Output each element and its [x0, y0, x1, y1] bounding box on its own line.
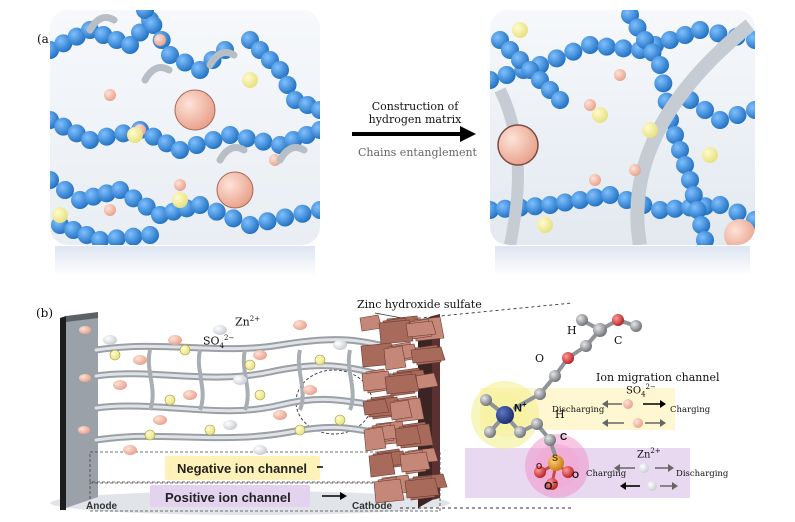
unstructured-chains-image: [50, 10, 320, 245]
panel-b-label: (b): [36, 306, 54, 320]
arrow-text-line2: hydrogen matrix: [368, 113, 462, 126]
atom-o: O: [535, 352, 545, 365]
zinc-ion-charge: 2+: [249, 315, 261, 323]
unstructured-chains-drawing: [50, 10, 320, 245]
molecule-zinc-charge: 2+: [650, 447, 661, 455]
sulfate-ion-subscript: 4: [219, 341, 225, 350]
atom-n-charge: +: [521, 400, 527, 409]
atom-h1: H: [567, 324, 577, 337]
sulfate-ion-label: SO42−: [203, 334, 234, 350]
zinc-ion-label: Zn2+: [235, 315, 260, 329]
zinc-ion-symbol: Zn: [235, 315, 250, 329]
atom-o-minus: O−: [544, 478, 557, 493]
negative-ion-channel-label: Negative ion channel: [167, 459, 318, 478]
atom-c1: C: [614, 334, 623, 347]
hydrogel-matrix-image: [490, 10, 755, 245]
atom-o2: O: [572, 470, 580, 480]
charging-label-2: Charging: [586, 469, 627, 479]
anode-label: Anode: [86, 501, 118, 512]
molecule-zinc-label: Zn2+: [637, 447, 661, 460]
atom-h2: H: [555, 408, 565, 421]
hydrogel-matrix-drawing: [490, 10, 755, 245]
zinc-hydroxide-label: Zinc hydroxide sulfate: [357, 298, 482, 311]
cathode-label: Cathode: [352, 501, 392, 512]
arrow-text-line1: Construction of: [371, 100, 459, 113]
molecule-zinc-symbol: Zn: [637, 449, 651, 461]
atom-o-minus-symbol: O: [544, 480, 553, 493]
discharging-label-2: Discharging: [676, 469, 729, 479]
left-panel-reflection: [55, 246, 315, 276]
right-panel-reflection: [495, 246, 750, 276]
molecule-sulfate-label: SO42−: [626, 383, 656, 398]
molecule-sulfate-symbol: SO: [626, 385, 642, 397]
discharging-label-1: Discharging: [552, 405, 605, 415]
atom-n-plus: N+: [514, 400, 527, 415]
anode-plate: [60, 314, 98, 510]
charging-label-1: Charging: [670, 405, 711, 415]
atom-o-minus-charge: −: [552, 478, 558, 487]
sulfate-ion-symbol: SO: [203, 334, 220, 348]
atom-c2: C: [560, 432, 568, 443]
atom-n-symbol: N: [514, 402, 522, 415]
molecule-sulfate-subscript: 4: [641, 390, 646, 399]
arrow-bottom-text: Chains entanglement: [358, 146, 477, 159]
atom-o3: O: [536, 462, 543, 471]
atom-s: S: [552, 453, 559, 463]
sulfate-ion-charge: 2−: [224, 334, 235, 342]
ion-migration-channel-title: Ion migration channel: [596, 371, 720, 384]
positive-ion-channel-label: Positive ion channel: [155, 488, 301, 507]
molecule-sulfate-charge: 2−: [645, 383, 656, 391]
